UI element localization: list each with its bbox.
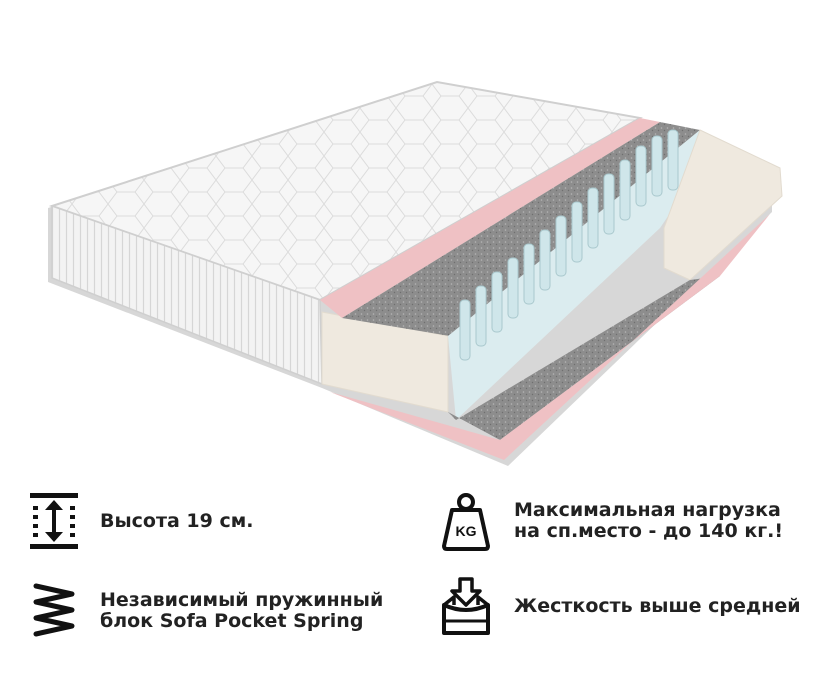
height-arrows-icon — [28, 490, 80, 552]
feature-height: Высота 19 см. — [28, 490, 254, 552]
pressure-box-icon — [440, 575, 492, 637]
felt-bottom-layer — [448, 276, 720, 440]
feature-spring-line-2: блок Sofa Pocket Spring — [100, 610, 364, 632]
feature-max-load: KG Максимальная нагрузка на сп.место - д… — [440, 490, 783, 552]
feature-firmness-text: Жесткость выше средней — [514, 594, 801, 617]
feature-spring-text: Независимый пружинный блок Sofa Pocket S… — [100, 590, 383, 632]
kg-badge-label: KG — [456, 523, 477, 539]
feature-max-load-text: Максимальная нагрузка на сп.место - до 1… — [514, 500, 783, 542]
feature-firmness-line-1: Жесткость выше средней — [514, 594, 801, 617]
pink-bottom-layer — [330, 214, 770, 460]
feature-max-load-line-1: Максимальная нагрузка — [514, 499, 781, 521]
spring-rows — [459, 129, 679, 361]
pink-top-layer — [320, 118, 660, 318]
feature-spring-block: Независимый пружинный блок Sofa Pocket S… — [28, 580, 383, 642]
feature-height-line-1: Высота 19 см. — [100, 509, 254, 532]
feature-height-text: Высота 19 см. — [100, 509, 254, 532]
feature-firmness: Жесткость выше средней — [440, 575, 801, 637]
mattress-cutaway-image — [48, 80, 783, 466]
kg-weight-icon: KG — [440, 490, 492, 552]
feature-spring-line-1: Независимый пружинный — [100, 589, 384, 611]
spring-block — [448, 130, 720, 420]
spring-coil-icon — [28, 580, 80, 642]
feature-max-load-line-2: на сп.место - до 140 кг.! — [514, 520, 784, 542]
